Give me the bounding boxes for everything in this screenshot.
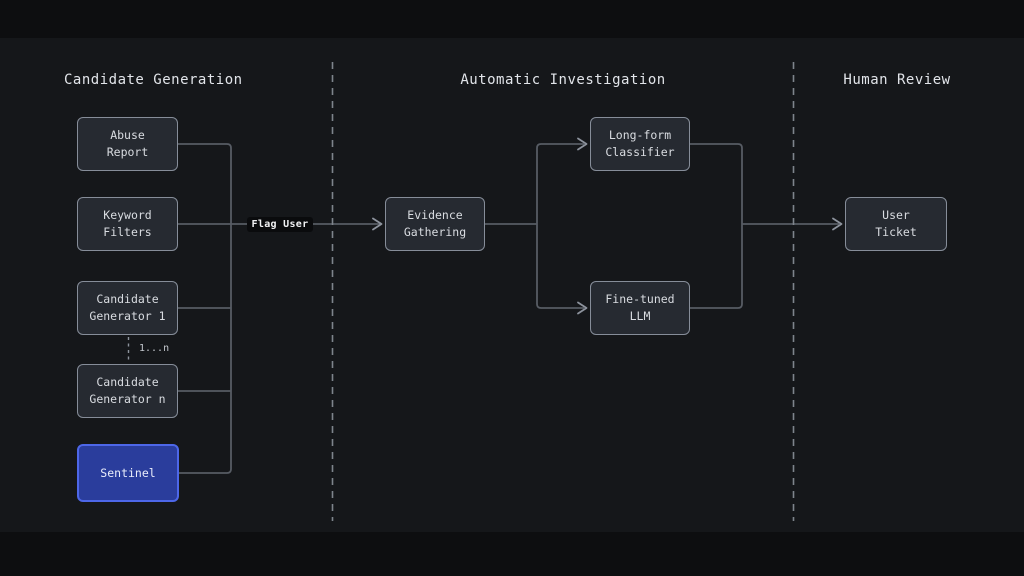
node-label: Long-form [608,128,672,142]
section-title-human-review: Human Review [843,72,951,88]
section-title-candidate-generation: Candidate Generation [64,72,243,88]
node-fine-tuned-llm: Fine-tuned LLM [590,281,690,335]
arrowhead-evidence [372,217,383,231]
node-keyword-filters: Keyword Filters [77,197,178,251]
node-label: User [882,208,910,222]
node-label: Classifier [605,145,675,159]
node-label: Report [106,145,149,159]
node-label: Keyword [103,208,152,222]
node-evidence-gathering: Evidence Gathering [385,197,485,251]
flag-user-edge-label: Flag User [247,217,313,232]
merge-branch-wire [690,143,743,309]
node-label: Generator 1 [89,309,166,323]
top-letterbox-band [0,0,1024,38]
node-label: Candidate [96,375,159,389]
section-title-automatic-investigation: Automatic Investigation [460,72,666,88]
node-label: Candidate [96,292,159,306]
arrowhead-finetuned [577,301,588,315]
node-user-ticket: User Ticket [845,197,947,251]
node-label: Ticket [875,225,917,239]
node-label: Generator n [89,392,166,406]
node-sentinel: Sentinel [77,444,179,502]
node-candidate-generator-n: Candidate Generator n [77,364,178,418]
multiplicity-label: 1...n [139,343,170,354]
node-long-form-classifier: Long-form Classifier [590,117,690,171]
arrowhead-longform [577,137,588,151]
node-abuse-report: Abuse Report [77,117,178,171]
node-label: Evidence [407,208,463,222]
split-branch-wire [536,143,584,309]
node-label: LLM [629,309,651,323]
bottom-letterbox-band [0,532,1024,576]
arrowhead-userticket [832,217,843,231]
node-label: Fine-tuned [605,292,675,306]
node-label: Sentinel [100,465,156,480]
node-label: Gathering [403,225,467,239]
node-label: Abuse [110,128,145,142]
node-candidate-generator-1: Candidate Generator 1 [77,281,178,335]
node-label: Filters [103,225,152,239]
